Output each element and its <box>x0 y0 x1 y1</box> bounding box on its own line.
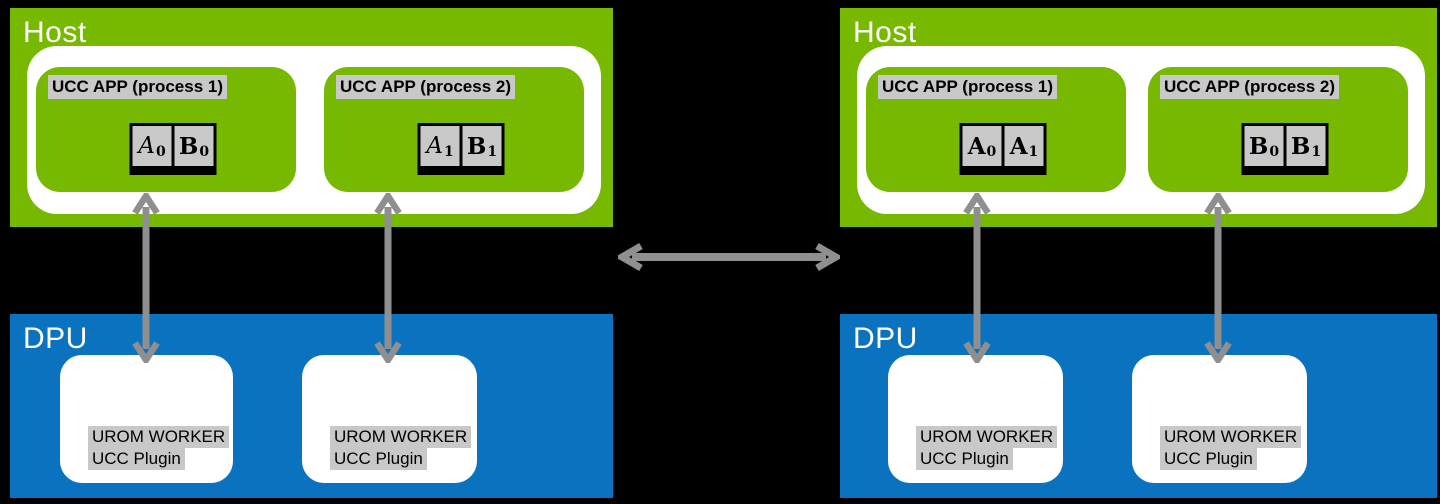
left-urom-worker1-box: UROM WORKER UCC Plugin <box>60 355 233 483</box>
left-urom-worker2-box: UROM WORKER UCC Plugin <box>302 355 477 483</box>
right-dpu-panel: DPU UROM WORKER UCC Plugin UROM WORKER U… <box>840 314 1437 498</box>
right-host-dpu-arrow-1 <box>962 193 992 363</box>
left-dpu-panel: DPU UROM WORKER UCC Plugin UROM WORKER U… <box>10 314 613 498</box>
right-host-title: Host <box>853 16 917 49</box>
right-worker1-text: UROM WORKER UCC Plugin <box>916 426 1058 470</box>
right-worker2-text: UROM WORKER UCC Plugin <box>1160 426 1302 470</box>
right-process1-label: UCC APP (process 1) <box>878 75 1057 99</box>
left-host-title: Host <box>23 16 87 49</box>
right-dpu-title: DPU <box>853 322 918 355</box>
left-process1-label: UCC APP (process 1) <box>48 75 227 99</box>
left-dpu-title: DPU <box>23 322 88 355</box>
right-process2-label: UCC APP (process 2) <box>1160 75 1339 99</box>
left-process2-label: UCC APP (process 2) <box>336 75 515 99</box>
left-worker1-text: UROM WORKER UCC Plugin <box>88 426 230 470</box>
right-urom-worker1-box: UROM WORKER UCC Plugin <box>888 355 1063 483</box>
left-worker2-text: UROM WORKER UCC Plugin <box>330 426 472 470</box>
left-host-dpu-arrow-1 <box>131 193 161 363</box>
left-right-equivalence-arrow <box>618 242 840 272</box>
right-urom-worker2-box: UROM WORKER UCC Plugin <box>1132 355 1307 483</box>
right-host-dpu-arrow-2 <box>1203 193 1233 363</box>
left-host-dpu-arrow-2 <box>373 193 403 363</box>
